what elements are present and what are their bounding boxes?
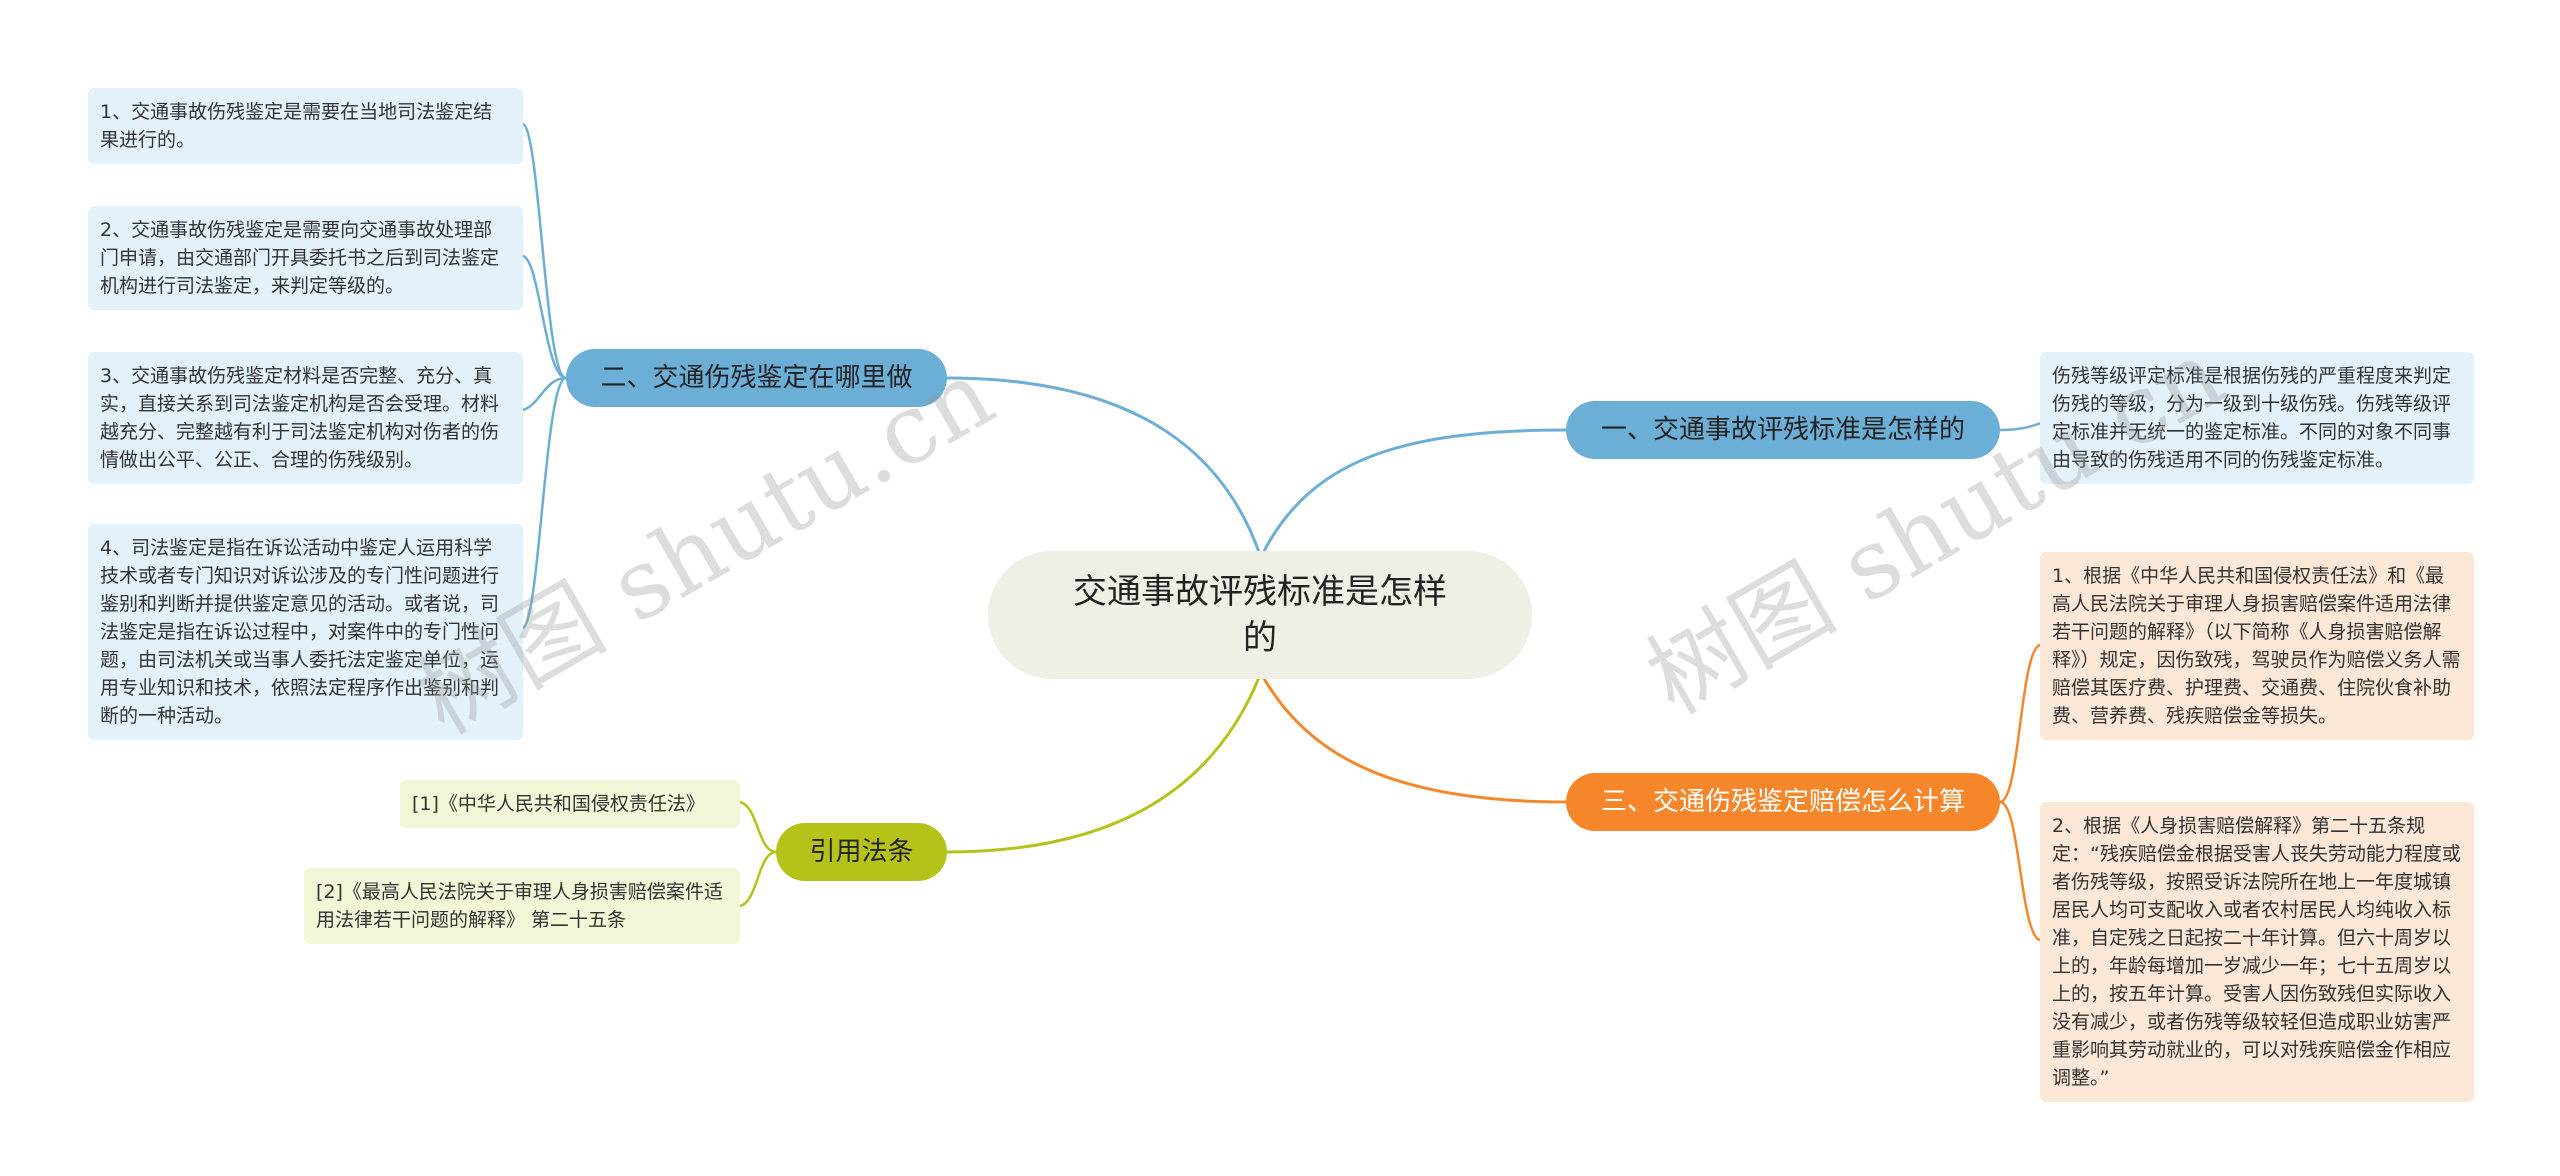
link-b4-leaf1 [739,800,777,854]
leaf-text: 1、根据《中华人民共和国侵权责任法》和《最高人民法院关于审理人身损害赔偿案件适用… [2052,565,2461,727]
leaf-node[interactable]: 3、交通事故伤残鉴定材料是否完整、充分、真实，直接关系到司法鉴定机构是否会受理。… [88,352,523,484]
leaf-node[interactable]: 1、根据《中华人民共和国侵权责任法》和《最高人民法院关于审理人身损害赔偿案件适用… [2040,552,2474,740]
link-b2-leaf1 [522,122,567,380]
link-root-b2 [946,376,1262,556]
branch-label: 引用法条 [809,837,914,867]
leaf-text: [2]《最高人民法院关于审理人身损害赔偿案件适用法律若干问题的解释》 第二十五条 [316,881,723,931]
branch-label: 三、交通伤残鉴定赔偿怎么计算 [1600,787,1965,817]
leaf-text: 2、交通事故伤残鉴定是需要向交通事故处理部门申请，由交通部门开具委托书之后到司法… [100,219,500,297]
leaf-node[interactable]: 2、根据《人身损害赔偿解释》第二十五条规定：“残疾赔偿金根据受害人丧失劳动能力程… [2040,802,2474,1102]
link-b4-leaf2 [739,850,777,908]
leaf-node[interactable]: 伤残等级评定标准是根据伤残的严重程度来判定伤残的等级，分为一级到十级伤残。伤残等… [2040,352,2474,484]
leaf-node[interactable]: [2]《最高人民法院关于审理人身损害赔偿案件适用法律若干问题的解释》 第二十五条 [304,868,740,944]
root-node[interactable]: 交通事故评残标准是怎样的 [988,551,1532,679]
link-b2-leaf4 [522,376,567,630]
link-b2-leaf2 [522,254,567,380]
leaf-text: 1、交通事故伤残鉴定是需要在当地司法鉴定结果进行的。 [100,101,493,151]
link-root-b3 [1260,674,1567,804]
root-label: 交通事故评残标准是怎样的 [1073,572,1447,658]
leaf-node[interactable]: 1、交通事故伤残鉴定是需要在当地司法鉴定结果进行的。 [88,88,523,164]
branch-node-evaluation-standard[interactable]: 一、交通事故评残标准是怎样的 [1566,401,2000,459]
leaf-text: [1]《中华人民共和国侵权责任法》 [412,793,705,815]
leaf-text: 2、根据《人身损害赔偿解释》第二十五条规定：“残疾赔偿金根据受害人丧失劳动能力程… [2052,815,2461,1089]
leaf-node[interactable]: 4、司法鉴定是指在诉讼活动中鉴定人运用科学技术或者专门知识对诉讼涉及的专门性问题… [88,524,523,740]
link-b3-leaf2 [1999,800,2041,942]
leaf-node[interactable]: [1]《中华人民共和国侵权责任法》 [400,780,740,828]
leaf-node[interactable]: 2、交通事故伤残鉴定是需要向交通事故处理部门申请，由交通部门开具委托书之后到司法… [88,206,523,310]
branch-label: 二、交通伤残鉴定在哪里做 [600,363,913,393]
branch-node-where-to-appraise[interactable]: 二、交通伤残鉴定在哪里做 [566,349,947,407]
link-root-b1 [1260,428,1567,556]
branch-node-compensation-calculation[interactable]: 三、交通伤残鉴定赔偿怎么计算 [1566,773,2000,831]
branch-label: 一、交通事故评残标准是怎样的 [1600,415,1965,445]
branch-node-cited-laws[interactable]: 引用法条 [776,823,947,881]
link-root-b4 [946,674,1262,854]
leaf-text: 4、司法鉴定是指在诉讼活动中鉴定人运用科学技术或者专门知识对诉讼涉及的专门性问题… [100,537,500,727]
leaf-text: 3、交通事故伤残鉴定材料是否完整、充分、真实，直接关系到司法鉴定机构是否会受理。… [100,365,500,471]
leaf-text: 伤残等级评定标准是根据伤残的严重程度来判定伤残的等级，分为一级到十级伤残。伤残等… [2052,365,2452,471]
link-b3-leaf1 [1999,643,2041,804]
link-b2-leaf3 [522,376,567,412]
